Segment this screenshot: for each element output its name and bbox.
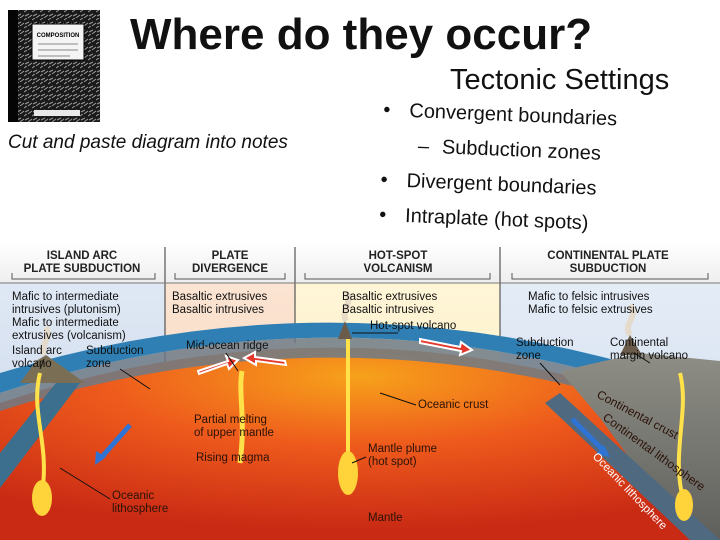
page-subtitle: Tectonic Settings	[450, 64, 670, 96]
mantle-body	[0, 347, 720, 540]
label-divergence-rocks-2: Basaltic intrusives	[172, 304, 264, 316]
label-rising-magma: Rising magma	[196, 452, 270, 464]
header-hotspot-line1: HOT-SPOT	[369, 250, 428, 262]
header-plate-divergence-line2: DIVERGENCE	[192, 263, 268, 275]
label-partial-melting-1: Partial melting	[194, 414, 267, 426]
bullet-text: Convergent boundaries	[408, 100, 618, 131]
oceanic-lithosphere-band	[0, 337, 720, 431]
island-arc-land	[20, 355, 85, 383]
header-plate-divergence-line1: PLATE	[212, 250, 249, 262]
instruction-text: Cut and paste diagram into notes	[8, 132, 288, 153]
page-title: Where do they occur?	[130, 10, 593, 59]
label-island-rocks-2: intrusives (plutonism)	[12, 304, 121, 316]
bullet-text: Intraplate (hot spots)	[404, 204, 589, 235]
label-mid-ocean-ridge: Mid-ocean ridge	[186, 340, 268, 352]
label-hotspot-rocks-2: Basaltic intrusives	[342, 304, 434, 316]
label-mantle-plume-1: Mantle plume	[368, 443, 437, 455]
label-subduction-zone-right-1: Subduction	[516, 337, 574, 349]
bullet-marker: •	[382, 98, 391, 122]
label-mantle: Mantle	[368, 512, 403, 524]
label-mantle-plume-2: (hot spot)	[368, 456, 417, 468]
label-oceanic-crust: Oceanic crust	[418, 399, 489, 411]
header-island-arc-line2: PLATE SUBDUCTION	[24, 263, 141, 275]
notebook-cover-title: COMPOSITION	[37, 33, 80, 39]
label-continental-margin-volcano-2: margin volcano	[610, 350, 688, 362]
header-continental-line2: SUBDUCTION	[570, 263, 647, 275]
label-subduction-zone-left-1: Subduction	[86, 345, 144, 357]
bullet-marker: •	[378, 203, 387, 227]
label-continental-rocks-2: Mafic to felsic extrusives	[528, 304, 653, 316]
label-island-arc-volcano-1: Island arc	[12, 345, 62, 357]
label-island-rocks-1: Mafic to intermediate	[12, 291, 119, 303]
label-oceanic-lithosphere-left-1: Oceanic	[112, 490, 154, 502]
label-continental-rocks-1: Mafic to felsic intrusives	[528, 291, 650, 303]
tectonic-settings-diagram: ISLAND ARC PLATE SUBDUCTION PLATE DIVERG…	[0, 243, 720, 540]
label-oceanic-lithosphere-left-2: lithosphere	[112, 503, 168, 515]
bullet-marker: –	[417, 135, 430, 158]
label-divergence-rocks-1: Basaltic extrusives	[172, 291, 267, 303]
composition-notebook-icon: COMPOSITION	[8, 10, 100, 122]
label-partial-melting-2: of upper mantle	[194, 427, 274, 439]
ocean-water	[0, 322, 720, 413]
header-hotspot-line2: VOLCANISM	[364, 263, 433, 275]
label-continental-margin-volcano-1: Continental	[610, 337, 668, 349]
bullet-marker: •	[380, 168, 389, 192]
label-subduction-zone-right-2: zone	[516, 350, 541, 362]
header-island-arc-line1: ISLAND ARC	[47, 250, 118, 262]
bullet-text: Divergent boundaries	[406, 169, 597, 200]
label-island-rocks-4: extrusives (volcanism)	[12, 330, 126, 342]
header-continental-line1: CONTINENTAL PLATE	[547, 250, 669, 262]
label-hotspot-volcano: Hot-spot volcano	[370, 320, 456, 332]
bullet-text: Subduction zones	[441, 136, 602, 165]
label-subduction-zone-left-2: zone	[86, 358, 111, 370]
label-island-arc-volcano-2: volcano	[12, 358, 52, 370]
bullet-list: • Convergent boundaries –Subduction zones…	[378, 95, 713, 248]
label-island-rocks-3: Mafic to intermediate	[12, 317, 119, 329]
label-hotspot-rocks-1: Basaltic extrusives	[342, 291, 437, 303]
